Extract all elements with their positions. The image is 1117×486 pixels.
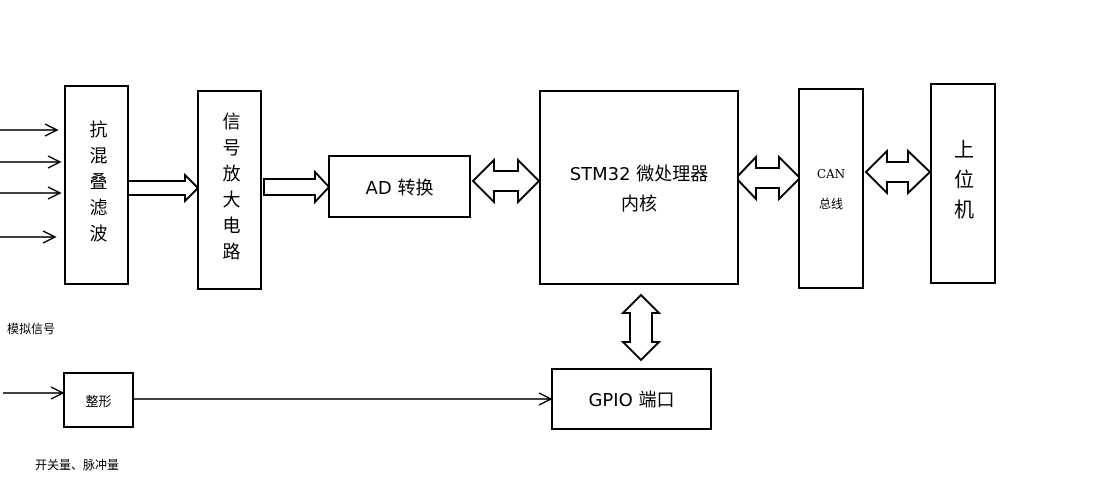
signal-amplifier-block: 信号放大电路: [197, 90, 262, 290]
can-bus-label-line1: CAN: [816, 166, 846, 181]
anti-alias-filter-label: 抗混叠滤波: [86, 120, 108, 250]
host-computer-label: 上位机: [950, 138, 975, 229]
ad-converter-label: AD 转换: [365, 177, 434, 199]
anti-alias-filter-block: 抗混叠滤波: [64, 85, 129, 285]
analog-input-arrow-4: [0, 230, 57, 244]
host-computer-block: 上位机: [930, 83, 996, 284]
can-host-double-arrow: [864, 148, 932, 196]
analog-input-arrow-2: [0, 155, 62, 169]
mcu-core-label-line1: STM32 微处理器: [569, 164, 709, 185]
shaping-label: 整形: [85, 394, 112, 410]
analog-input-arrow-1: [0, 123, 59, 137]
filter-to-amp-arrow: [126, 172, 200, 204]
mcu-core-block: STM32 微处理器 内核: [539, 90, 739, 285]
shaping-to-gpio-arrow: [133, 392, 553, 406]
amp-to-ad-arrow: [263, 169, 331, 205]
ad-mcu-double-arrow: [471, 157, 541, 205]
digital-input-arrow: [3, 386, 65, 400]
signal-amplifier-label: 信号放大电路: [219, 112, 241, 268]
shaping-block: 整形: [63, 372, 134, 428]
gpio-port-block: GPIO 端口: [551, 368, 712, 430]
gpio-port-label: GPIO 端口: [588, 390, 675, 411]
analog-input-arrow-3: [0, 186, 62, 200]
mcu-gpio-double-arrow: [620, 293, 662, 362]
can-bus-block: CAN 总线: [798, 88, 864, 289]
analog-signal-label: 模拟信号: [7, 322, 56, 336]
ad-converter-block: AD 转换: [328, 155, 471, 218]
mcu-can-double-arrow: [734, 154, 802, 202]
can-bus-label-line2: 总线: [818, 196, 843, 211]
digital-signal-label: 开关量、脉冲量: [35, 458, 120, 472]
mcu-core-label-line2: 内核: [621, 194, 657, 215]
